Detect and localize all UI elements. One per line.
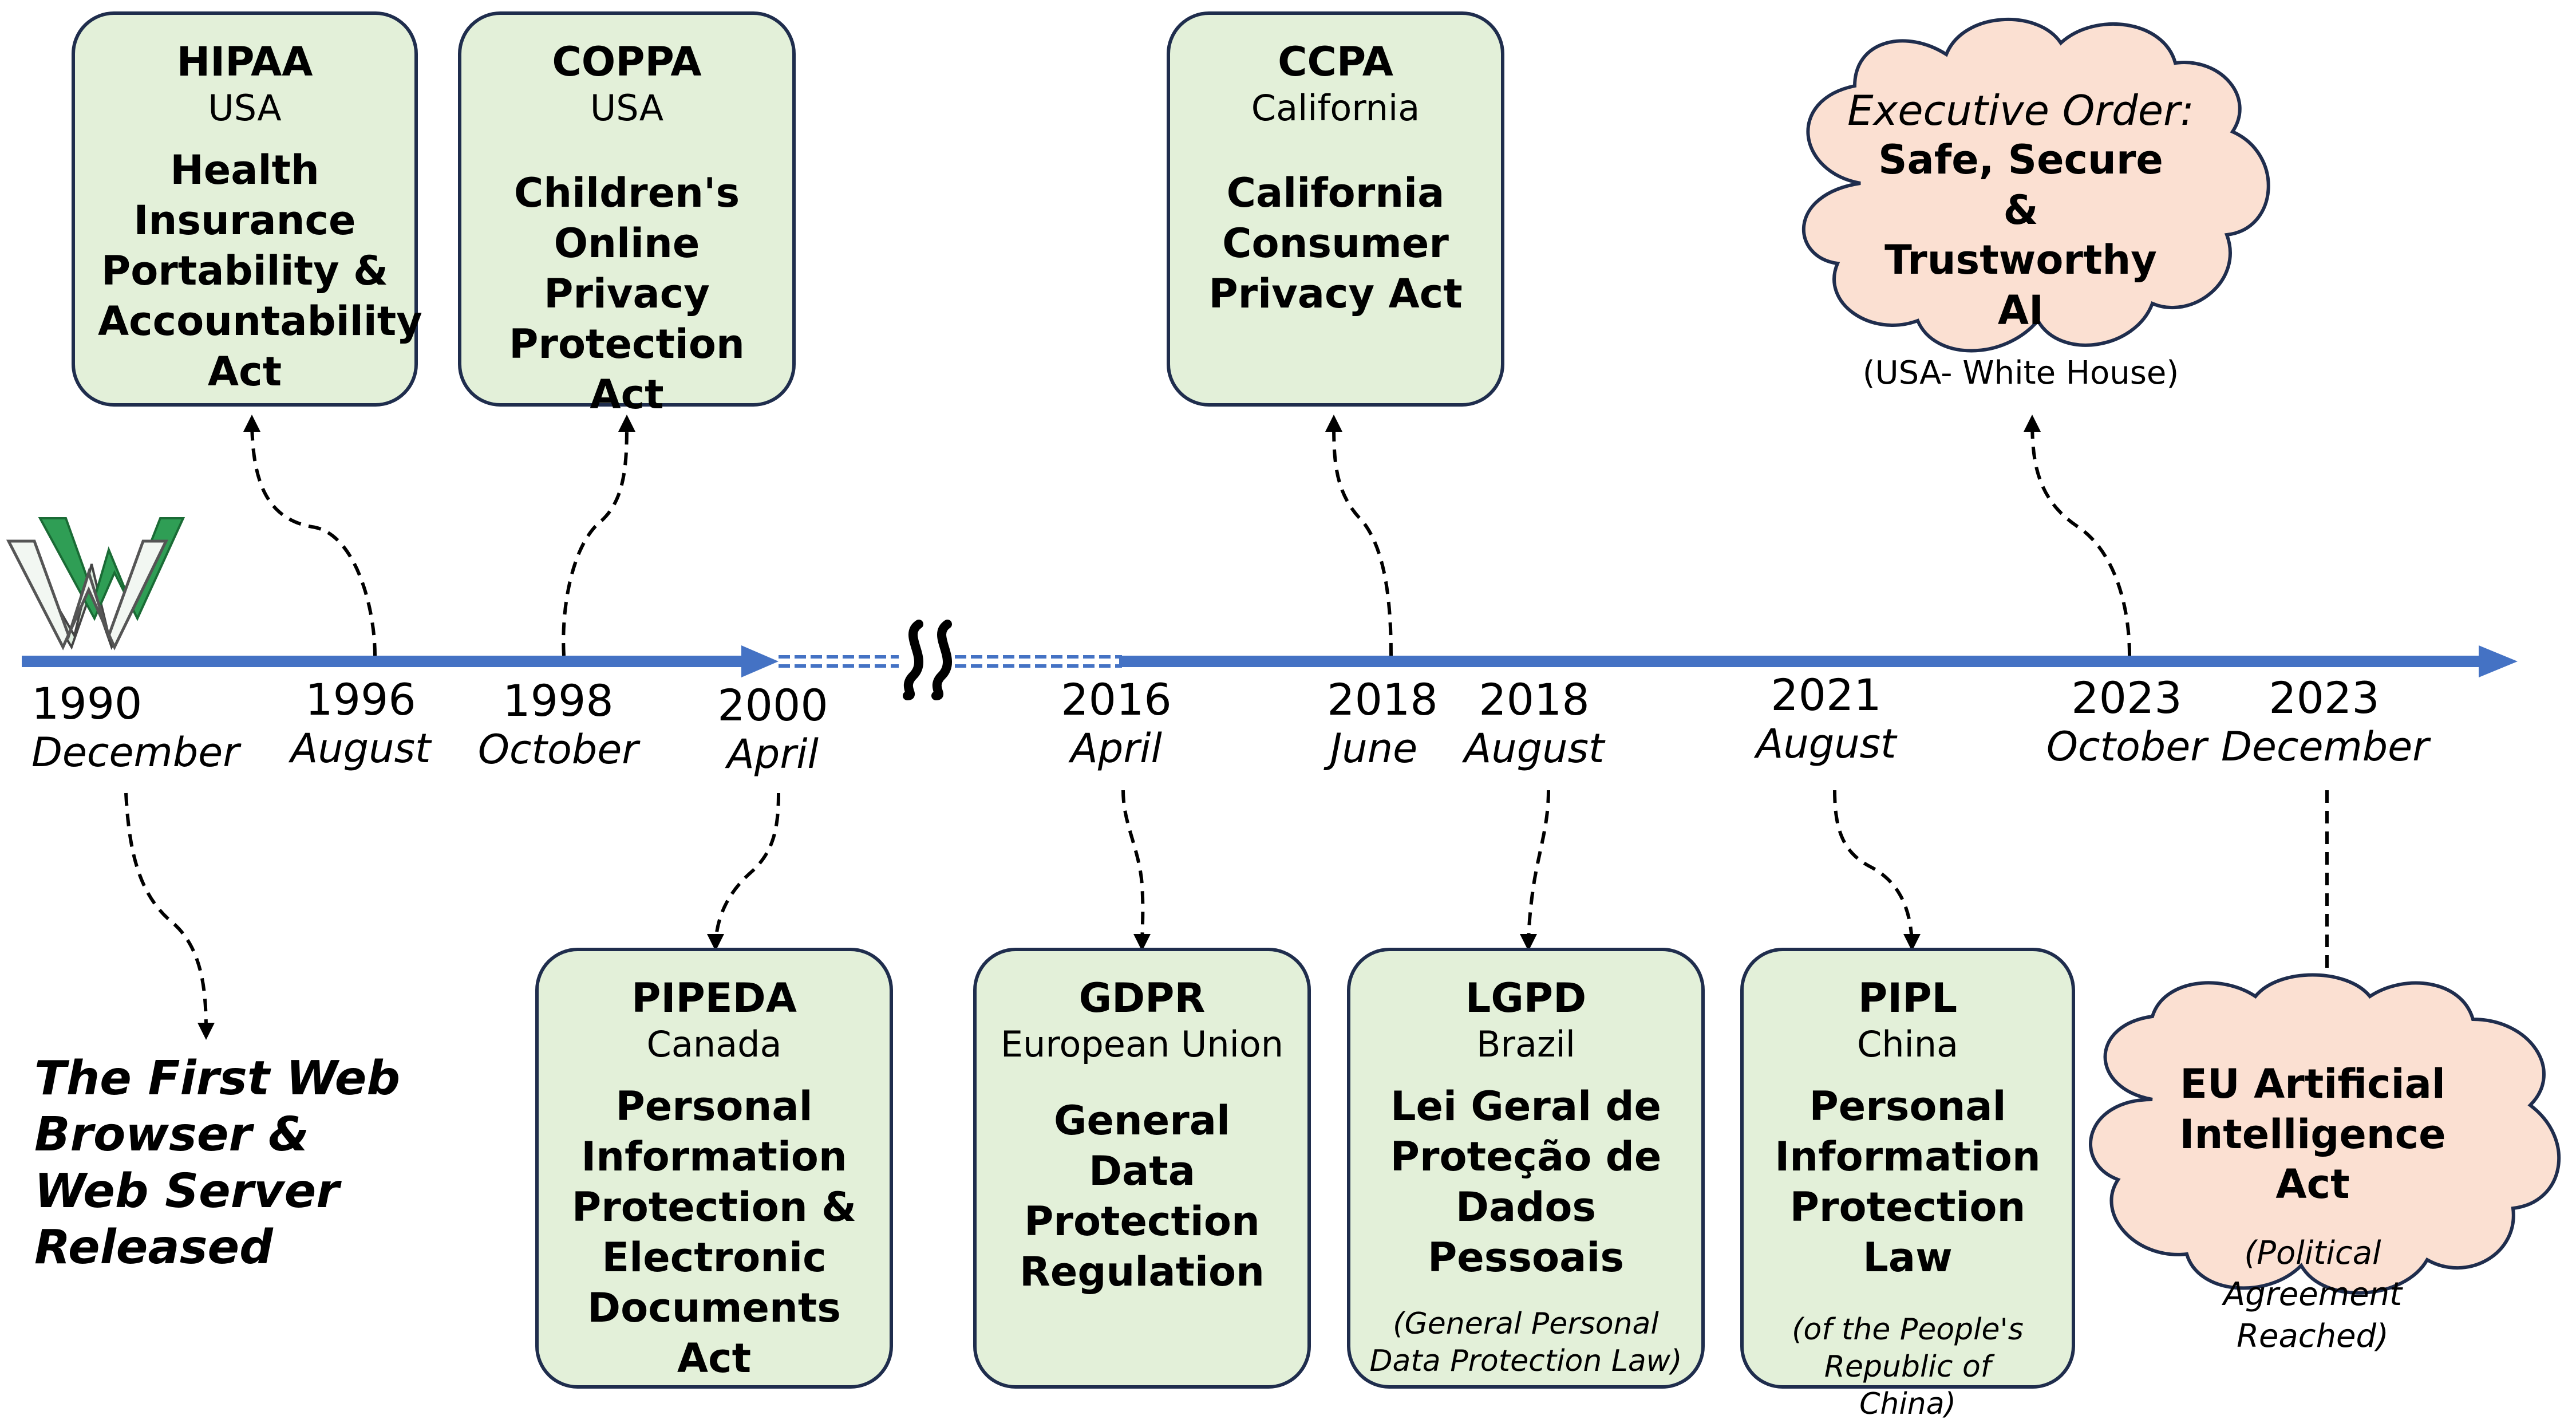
date-month: August (290, 725, 431, 772)
date-2021-august: 2021 August (1740, 670, 1912, 768)
box-note: (of the People's Republic of China) (1792, 1312, 2024, 1422)
date-month: December (2221, 723, 2429, 771)
ccpa-box: CCPA California California Consumer Priv… (1167, 11, 1504, 407)
box-fullname: Personal Information Protection & Electr… (571, 1082, 857, 1382)
box-region: USA (208, 87, 282, 129)
box-fullname: General Data Protection Regulation (1020, 1097, 1265, 1296)
date-2023-october: 2023 October (2038, 673, 2215, 771)
box-fullname: Lei Geral de Proteção de Dados Pessoais (1390, 1082, 1662, 1282)
date-year: 1990 (31, 678, 143, 729)
pipeda-box: PIPEDA Canada Personal Information Prote… (535, 948, 893, 1389)
date-year: 2018 (1327, 674, 1438, 725)
date-month: October (2046, 723, 2207, 771)
date-year: 2021 (1771, 669, 1882, 720)
date-year: 2016 (1061, 674, 1172, 725)
date-year: 2023 (2269, 672, 2380, 723)
cloud-line-2: (Political Agreement Reached) (2223, 1234, 2403, 1355)
box-region: California (1251, 87, 1420, 129)
date-year: 2023 (2071, 672, 2182, 723)
box-region: Canada (646, 1023, 782, 1065)
www-logo-icon (6, 517, 185, 651)
coppa-box: COPPA USA Children's Online Privacy Prot… (458, 11, 796, 418)
cloud-top (1801, 17, 2270, 353)
date-1990-december: 1990 December (17, 679, 246, 776)
connectors (124, 415, 2336, 1040)
date-2018-august: 2018 August (1448, 675, 1620, 772)
box-abbr: HIPAA (176, 38, 313, 85)
axis-break-icon (899, 618, 953, 704)
date-2023-december: 2023 December (2221, 672, 2429, 771)
date-1996-august: 1996 August (275, 675, 447, 772)
executive-order-text: Executive Order: Safe, Secure & Trustwor… (1838, 86, 2204, 395)
first-web-browser-text: The First Web Browser & Web Server Relea… (34, 1051, 401, 1275)
date-1998-october: 1998 October (469, 676, 647, 774)
date-month: June (1330, 725, 1418, 772)
timeline-axis (22, 645, 2518, 677)
date-month: April (727, 731, 819, 778)
date-month: August (1756, 720, 1897, 768)
pipl-box: PIPL China Personal Information Protecti… (1740, 948, 2075, 1421)
box-abbr: PIPL (1858, 975, 1958, 1022)
hipaa-box: HIPAA USA Health Insurance Portability &… (72, 11, 422, 407)
date-year: 1998 (503, 675, 614, 726)
cloud-line-1: EU Artificial Intelligence Act (2179, 1061, 2446, 1208)
cloud-line-3: (USA- White House) (1862, 354, 2179, 392)
box-fullname: California Consumer Privacy Act (1208, 169, 1463, 317)
cloud-line-1: Executive Order: (1847, 86, 2194, 135)
box-fullname: Personal Information Protection Law (1775, 1082, 2041, 1282)
box-abbr: LGPD (1465, 975, 1587, 1022)
box-region: USA (590, 87, 664, 129)
box-abbr: CCPA (1278, 38, 1393, 85)
cloud-bottom (2089, 973, 2561, 1295)
box-fullname: Health Insurance Portability & Accountab… (98, 146, 422, 396)
date-year: 2018 (1479, 674, 1590, 725)
date-2000-april: 2000 April (687, 680, 859, 778)
box-note: (General Personal Data Protection Law) (1369, 1307, 1682, 1379)
date-2018-june: 2018 June (1288, 675, 1460, 772)
box-fullname: Children's Online Privacy Protection Act (509, 169, 745, 419)
date-year: 1996 (305, 674, 416, 725)
lgpd-box: LGPD Brazil Lei Geral de Proteção de Dad… (1347, 948, 1705, 1389)
date-month: August (1464, 725, 1605, 772)
box-abbr: COPPA (552, 38, 702, 85)
date-month: December (31, 729, 239, 776)
cloud-line-2: Safe, Secure & Trustworthy AI (1878, 136, 2163, 334)
eu-ai-act-text: EU Artificial Intelligence Act (Politica… (2129, 1059, 2496, 1358)
date-year: 2000 (717, 680, 828, 731)
box-region: Brazil (1476, 1023, 1575, 1065)
box-region: European Union (1000, 1023, 1284, 1065)
box-region: China (1856, 1023, 1959, 1065)
date-month: April (1070, 725, 1162, 772)
box-abbr: GDPR (1078, 975, 1206, 1022)
date-2016-april: 2016 April (1030, 675, 1202, 772)
box-abbr: PIPEDA (631, 975, 797, 1022)
gdpr-box: GDPR European Union General Data Protect… (973, 948, 1311, 1389)
date-month: October (477, 726, 639, 774)
